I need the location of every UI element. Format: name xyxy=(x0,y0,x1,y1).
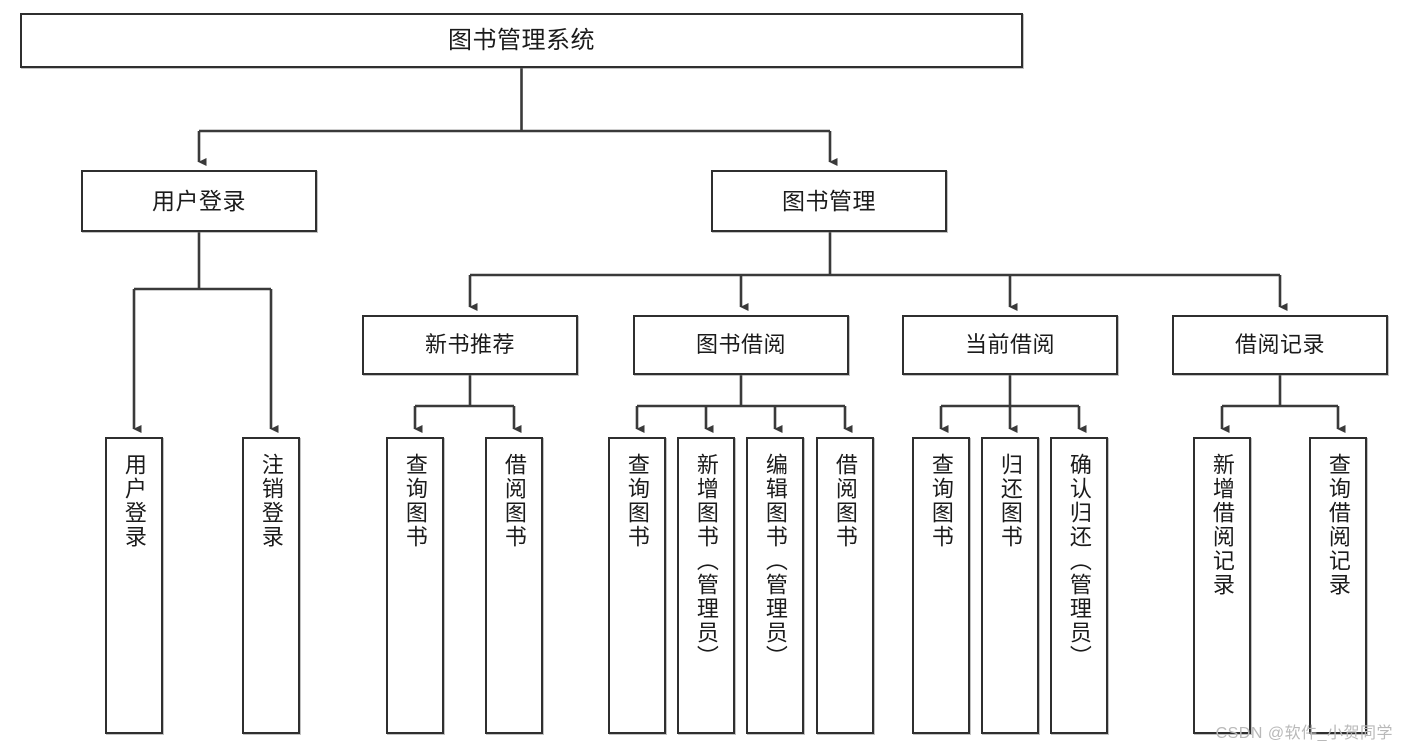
leaf-borrow-book-recommend[interactable]: 借阅图书 xyxy=(485,437,543,734)
node-label: 当前借阅 xyxy=(964,332,1055,358)
node-book-borrow[interactable]: 图书借阅 xyxy=(633,315,849,375)
node-label: 查询图书 xyxy=(624,453,650,549)
leaf-add-borrow-record[interactable]: 新增借阅记录 xyxy=(1193,437,1251,734)
watermark-text: CSDN @软件_小贺同学 xyxy=(1215,725,1393,742)
node-label: 图书管理 xyxy=(782,187,876,214)
leaf-query-book-current[interactable]: 查询图书 xyxy=(912,437,970,734)
node-label: 借阅记录 xyxy=(1234,332,1325,358)
leaf-return-book[interactable]: 归还图书 xyxy=(981,437,1039,734)
node-label: 归还图书 xyxy=(997,453,1023,549)
node-current-borrow[interactable]: 当前借阅 xyxy=(902,315,1118,375)
node-label: 新书推荐 xyxy=(424,332,515,358)
node-label: 图书管理系统 xyxy=(448,26,595,54)
node-label: 图书借阅 xyxy=(695,332,786,358)
leaf-logout[interactable]: 注销登录 xyxy=(242,437,300,734)
node-label: 借阅图书 xyxy=(832,453,858,549)
node-label: 查询图书 xyxy=(928,453,954,549)
node-label: 确认归还（管理员） xyxy=(1066,453,1092,669)
node-borrow-record[interactable]: 借阅记录 xyxy=(1172,315,1388,375)
node-label: 新增借阅记录 xyxy=(1209,453,1235,597)
leaf-edit-book-admin[interactable]: 编辑图书（管理员） xyxy=(746,437,804,734)
node-label: 查询借阅记录 xyxy=(1325,453,1351,597)
node-book-management[interactable]: 图书管理 xyxy=(711,170,947,232)
node-label: 借阅图书 xyxy=(501,453,527,549)
leaf-borrow-book[interactable]: 借阅图书 xyxy=(816,437,874,734)
leaf-query-book-recommend[interactable]: 查询图书 xyxy=(386,437,444,734)
node-label: 注销登录 xyxy=(258,453,284,549)
leaf-user-login[interactable]: 用户登录 xyxy=(105,437,163,734)
leaf-query-book-borrow[interactable]: 查询图书 xyxy=(608,437,666,734)
leaf-add-book-admin[interactable]: 新增图书（管理员） xyxy=(677,437,735,734)
node-label: 新增图书（管理员） xyxy=(693,453,719,669)
node-new-book-recommend[interactable]: 新书推荐 xyxy=(362,315,578,375)
leaf-confirm-return-admin[interactable]: 确认归还（管理员） xyxy=(1050,437,1108,734)
node-label: 编辑图书（管理员） xyxy=(762,453,788,669)
node-user-login[interactable]: 用户登录 xyxy=(81,170,317,232)
leaf-query-borrow-record[interactable]: 查询借阅记录 xyxy=(1309,437,1367,734)
node-label: 用户登录 xyxy=(121,453,147,549)
node-label: 查询图书 xyxy=(402,453,428,549)
node-label: 用户登录 xyxy=(152,187,246,214)
node-root-system[interactable]: 图书管理系统 xyxy=(20,13,1023,68)
